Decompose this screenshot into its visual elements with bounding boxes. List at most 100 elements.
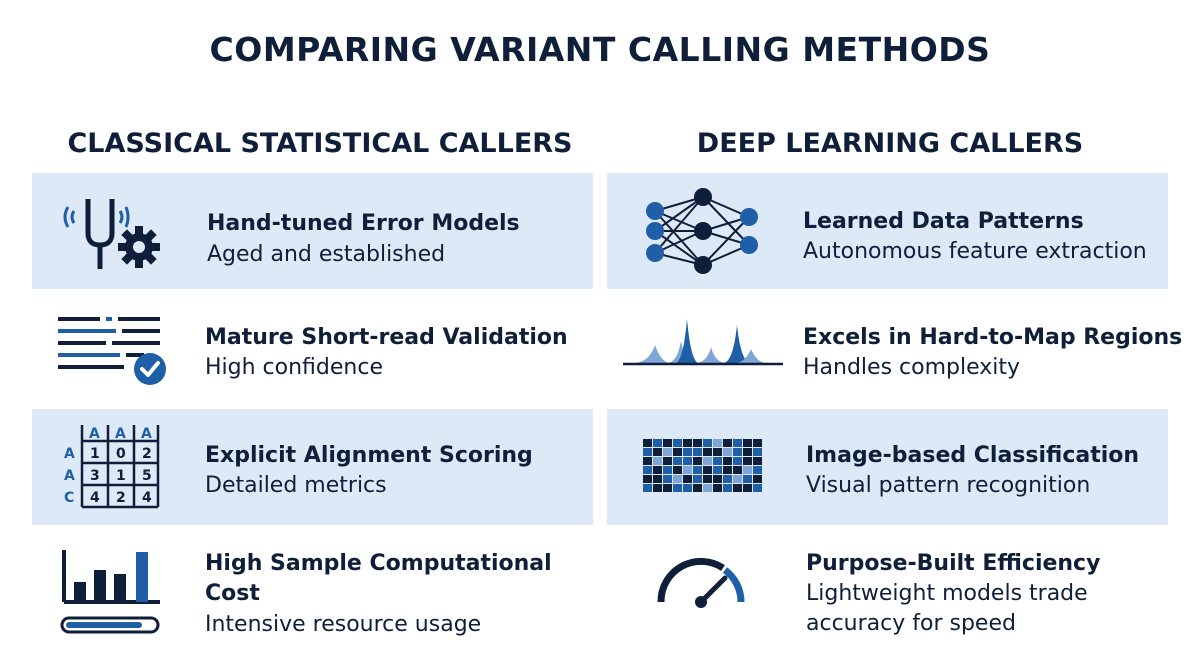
matrix-cell: 4: [142, 490, 152, 506]
pixel-cell: [703, 457, 712, 465]
pixel-cell: [643, 448, 652, 456]
classical-row-alignment-scoring: A A A A 1 0 2 A 3 1 5 C 4 2 4 Explicit A…: [32, 409, 593, 525]
bar-chart-progress-icon: [60, 550, 160, 634]
pixel-grid-icon: [643, 439, 762, 492]
classical-row-computational-cost: High Sample Computational Cost Intensive…: [32, 530, 593, 655]
classical-column-heading: CLASSICAL STATISTICAL CALLERS: [67, 128, 573, 159]
row-title: Purpose-Built Efficiency: [806, 551, 1101, 576]
row-subtitle: Autonomous feature extraction: [803, 239, 1147, 264]
pixel-cell: [673, 448, 682, 456]
pixel-cell: [753, 484, 762, 492]
matrix-col-label: A: [141, 426, 152, 442]
pixel-cell: [713, 457, 722, 465]
deep-learning-row-hard-to-map: Excels in Hard-to-Map Regions Handles co…: [607, 289, 1182, 405]
classical-row-short-read-validation: Mature Short-read Validation High confid…: [32, 289, 593, 405]
matrix-cell: 4: [90, 490, 100, 506]
matrix-cell: 3: [90, 468, 100, 484]
row-subtitle: High confidence: [205, 355, 383, 380]
pixel-cell: [723, 439, 732, 447]
pixel-cell: [733, 439, 742, 447]
pixel-cell: [683, 466, 692, 474]
checked-list-icon: [58, 317, 166, 385]
row-title: Image-based Classification: [806, 443, 1140, 468]
pixel-cell: [693, 475, 702, 483]
matrix-row-label: A: [64, 468, 75, 484]
pixel-cell: [653, 466, 662, 474]
pixel-cell: [643, 466, 652, 474]
pixel-cell: [673, 475, 682, 483]
page-title: COMPARING VARIANT CALLING METHODS: [209, 30, 991, 69]
pixel-cell: [713, 484, 722, 492]
deep-learning-row-image-classification: Image-based Classification Visual patter…: [607, 409, 1168, 525]
pixel-cell: [663, 457, 672, 465]
row-title: Learned Data Patterns: [803, 209, 1084, 234]
deep-learning-row-learned-patterns: Learned Data Patterns Autonomous feature…: [607, 173, 1168, 289]
pixel-cell: [663, 439, 672, 447]
classical-row-error-models: Hand-tuned Error Models Aged and establi…: [32, 173, 593, 289]
pixel-cell: [643, 484, 652, 492]
pixel-cell: [653, 475, 662, 483]
pixel-cell: [723, 475, 732, 483]
pixel-cell: [713, 439, 722, 447]
pixel-cell: [653, 448, 662, 456]
matrix-cell: 1: [90, 446, 100, 462]
pixel-cell: [723, 466, 732, 474]
matrix-col-label: A: [89, 426, 100, 442]
pixel-cell: [733, 457, 742, 465]
pixel-cell: [713, 448, 722, 456]
pixel-cell: [703, 475, 712, 483]
row-title: Mature Short-read Validation: [205, 325, 568, 350]
pixel-cell: [653, 457, 662, 465]
pixel-cell: [663, 466, 672, 474]
row-subtitle: Aged and established: [207, 242, 446, 267]
pixel-cell: [703, 466, 712, 474]
pixel-cell: [713, 466, 722, 474]
deep-learning-column-heading: DEEP LEARNING CALLERS: [696, 128, 1084, 159]
pixel-cell: [683, 484, 692, 492]
pixel-cell: [673, 466, 682, 474]
pixel-cell: [743, 466, 752, 474]
matrix-cell: 1: [116, 468, 126, 484]
pixel-cell: [653, 439, 662, 447]
row-subtitle: Visual pattern recognition: [806, 473, 1091, 498]
pixel-cell: [683, 448, 692, 456]
matrix-col-label: A: [115, 426, 126, 442]
row-title: Explicit Alignment Scoring: [205, 443, 533, 468]
pixel-cell: [723, 457, 732, 465]
matrix-cell: 2: [142, 446, 152, 462]
pixel-cell: [663, 448, 672, 456]
pixel-cell: [753, 475, 762, 483]
signal-peaks-icon: [623, 319, 783, 366]
matrix-cell: 5: [142, 468, 152, 484]
pixel-cell: [753, 466, 762, 474]
pixel-cell: [693, 448, 702, 456]
row-title: High Sample Computational: [205, 551, 552, 576]
pixel-cell: [693, 439, 702, 447]
pixel-cell: [663, 475, 672, 483]
pixel-cell: [703, 439, 712, 447]
row-title: Hand-tuned Error Models: [207, 211, 520, 236]
row-title: Excels in Hard-to-Map Regions: [803, 325, 1183, 350]
pixel-cell: [683, 457, 692, 465]
matrix-row-label: C: [64, 490, 74, 506]
pixel-cell: [673, 484, 682, 492]
neural-network-icon: [646, 188, 758, 274]
pixel-cell: [733, 475, 742, 483]
pixel-cell: [743, 457, 752, 465]
matrix-cell: 2: [116, 490, 126, 506]
pixel-cell: [743, 439, 752, 447]
row-subtitle: Detailed metrics: [205, 473, 387, 498]
pixel-cell: [673, 439, 682, 447]
pixel-cell: [643, 439, 652, 447]
pixel-cell: [733, 484, 742, 492]
pixel-cell: [723, 484, 732, 492]
row-title-continued: Cost: [205, 581, 260, 606]
matrix-cell: 0: [116, 446, 126, 462]
pixel-cell: [683, 475, 692, 483]
pixel-cell: [743, 475, 752, 483]
pixel-cell: [743, 484, 752, 492]
pixel-cell: [693, 457, 702, 465]
pixel-cell: [693, 484, 702, 492]
speedometer-icon: [657, 557, 745, 608]
pixel-cell: [753, 448, 762, 456]
